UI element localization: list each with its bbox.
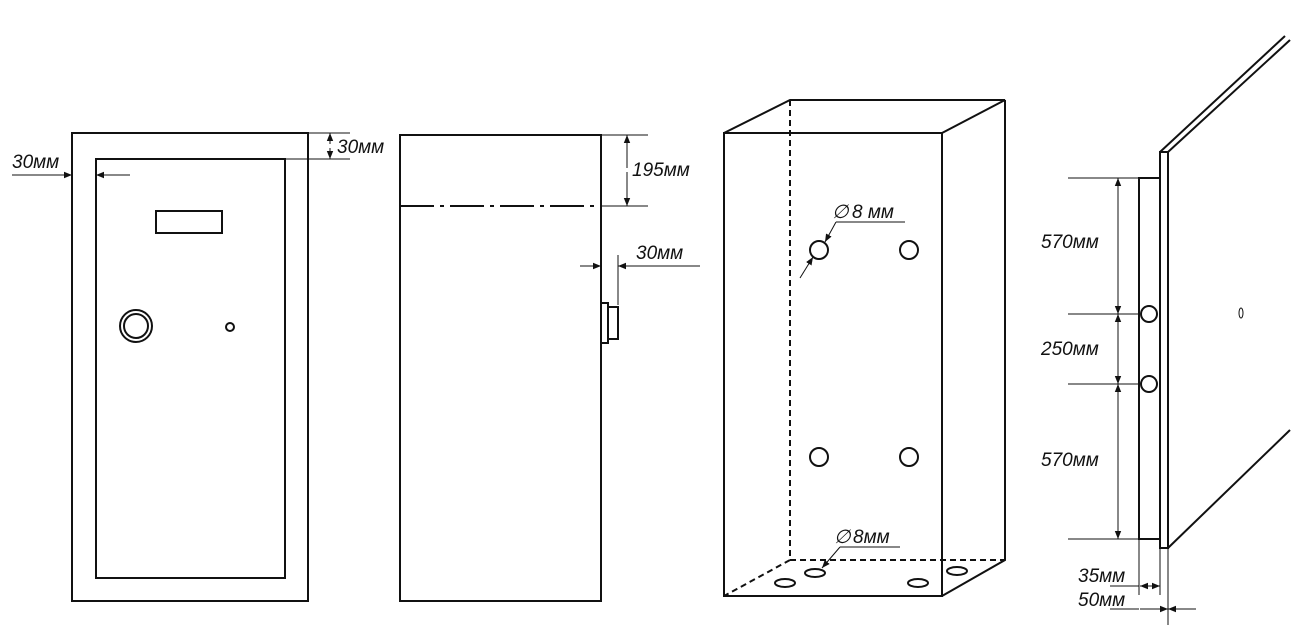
side-handle-dimension: 30мм [580,243,700,305]
box-view: ∅ 8 мм ∅ 8мм [723,99,1006,597]
lock-dial-outer [119,309,153,343]
front-view: 30мм 30мм [12,132,384,602]
keyhole [225,322,235,332]
arrow-icon [821,546,841,569]
mount-hole [809,447,829,467]
mount-hole [809,240,829,260]
front-top-margin-label: 30мм [337,137,384,158]
front-side-dimension: 30мм [12,152,130,179]
wall-hole [1238,307,1244,319]
hidden-edge-diagonal [723,559,791,597]
wall-bottom-spacing-label: 570мм [1041,450,1099,471]
wall-plate [1159,151,1169,549]
front-top-dimension: 30мм [285,132,384,160]
diameter-icon: ∅ [834,527,852,548]
hole-diameter-callout-top: ∅ 8 мм [799,202,905,279]
front-door-panel [95,158,286,579]
anchor-bolt [1140,305,1158,323]
floor-hole [774,578,796,588]
floor-hole [804,568,826,578]
wall-edge-top [1167,39,1291,153]
side-handle-depth-label: 30мм [636,243,683,264]
anchor-bolt [1140,375,1158,393]
wall-edge-bottom [1167,429,1291,549]
wall-edge-top [1159,35,1286,153]
side-top-offset-label: 195мм [632,160,690,181]
wall-depth-inner-label: 35мм [1078,566,1125,587]
side-top-dimension: 195мм [601,134,690,207]
front-outer-frame [71,132,309,602]
side-body [399,134,602,602]
hole-diameter-callout-bottom: ∅ 8мм [821,527,900,569]
floor-hole [946,566,968,576]
diameter-icon: ∅ [832,202,850,223]
wall-top-spacing-label: 570мм [1041,232,1099,253]
wall-depth-outer-label: 50мм [1078,590,1125,611]
arrow-icon [824,221,837,243]
front-side-margin-label: 30мм [12,152,59,173]
box-hole-diameter-bottom-label: 8мм [853,527,890,548]
box-front-face [723,132,943,597]
safe-back-panel [1138,177,1161,540]
wall-middle-spacing-label: 250мм [1040,339,1099,360]
arrow-icon [799,256,814,279]
handle-base [600,302,609,344]
lock-dial-inner [123,313,149,339]
box-hole-diameter-top-label: 8 мм [852,202,894,223]
side-view: 195мм 30мм [399,134,700,602]
box-right-face [941,100,1006,597]
mount-hole [899,240,919,260]
wall-mount-view: 570мм 250мм 570мм 35мм 50мм [1040,35,1291,625]
box-top-face [723,99,1006,134]
display-window [155,210,223,234]
handle-knob [607,306,619,340]
mount-hole [899,447,919,467]
floor-hole [907,578,929,588]
